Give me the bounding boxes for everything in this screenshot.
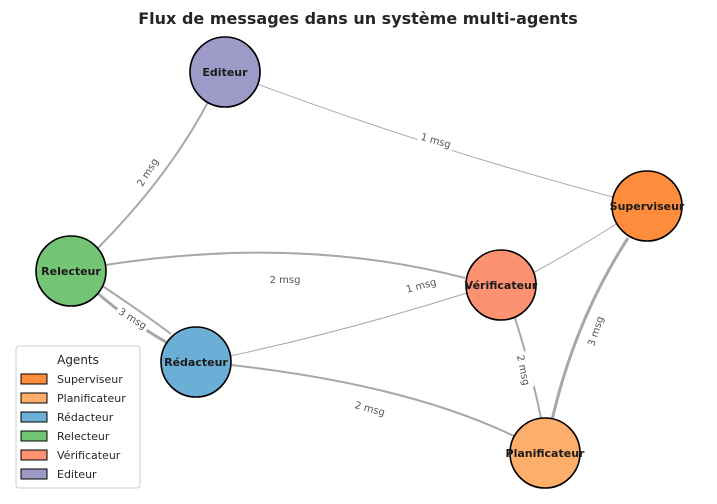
edge-redacteur-verificateur xyxy=(229,292,468,357)
legend-title: Agents xyxy=(57,353,99,367)
edge-label-redacteur-planificateur: 2 msg xyxy=(353,400,386,419)
node-superviseur[interactable]: Superviseur xyxy=(610,170,685,242)
node-redacteur-circle xyxy=(160,326,232,398)
edge-label-redacteur-verificateur: 1 msg xyxy=(405,277,438,296)
node-relecteur[interactable]: Relecteur xyxy=(35,235,107,307)
node-verificateur-label: Vérificateur xyxy=(465,279,538,292)
edges-layer xyxy=(95,71,648,439)
node-superviseur-label: Superviseur xyxy=(610,200,685,213)
nodes-layer: Editeur Superviseur Relecteur Vérificate… xyxy=(35,36,685,489)
node-verificateur-circle xyxy=(465,249,537,321)
legend-label-planificateur: Planificateur xyxy=(57,392,126,405)
node-relecteur-label: Relecteur xyxy=(41,265,101,278)
node-editeur-label: Editeur xyxy=(202,66,248,79)
legend-label-superviseur: Superviseur xyxy=(57,373,123,386)
legend-swatch-editeur xyxy=(20,468,48,480)
edge-editeur-relecteur xyxy=(97,99,210,249)
node-redacteur[interactable]: Rédacteur xyxy=(160,326,232,398)
node-planificateur-circle xyxy=(509,417,581,489)
edge-label-relecteur-verificateur: 2 msg xyxy=(270,275,301,286)
edge-superviseur-planificateur xyxy=(550,237,630,421)
legend-label-editeur: Editeur xyxy=(57,468,97,481)
legend-label-redacteur: Rédacteur xyxy=(57,411,114,424)
legend-swatch-verificateur xyxy=(20,449,48,461)
node-superviseur-circle xyxy=(611,170,683,242)
legend: Agents Superviseur Planificateur Rédacte… xyxy=(15,345,141,489)
legend-swatch-relecteur xyxy=(20,430,48,442)
node-planificateur[interactable]: Planificateur xyxy=(506,417,586,489)
legend-swatch-planificateur xyxy=(20,392,48,404)
node-editeur[interactable]: Editeur xyxy=(189,36,261,108)
legend-label-verificateur: Vérificateur xyxy=(57,449,121,462)
node-planificateur-label: Planificateur xyxy=(506,447,586,460)
diagram-title: Flux de messages dans un système multi-a… xyxy=(138,9,577,28)
edge-relecteur-redacteur-b xyxy=(100,284,172,335)
node-redacteur-label: Rédacteur xyxy=(164,356,228,369)
node-editeur-circle xyxy=(189,36,261,108)
edge-relecteur-verificateur xyxy=(104,251,466,279)
node-relecteur-circle xyxy=(35,235,107,307)
legend-swatch-redacteur xyxy=(20,411,48,423)
edge-label-editeur-superviseur: 1 msg xyxy=(419,132,452,151)
edge-redacteur-planificateur xyxy=(230,364,519,439)
edge-superviseur-verificateur xyxy=(532,222,619,274)
legend-label-relecteur: Relecteur xyxy=(57,430,110,443)
node-verificateur[interactable]: Vérificateur xyxy=(465,249,538,321)
legend-swatch-superviseur xyxy=(20,373,48,385)
